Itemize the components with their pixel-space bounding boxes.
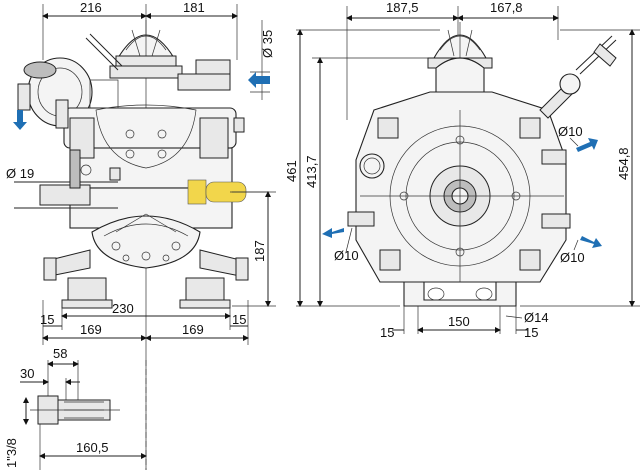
shaft-highlight (187, 179, 207, 205)
dim-181: 181 (183, 0, 205, 15)
dim-port-left: Ø10 (334, 248, 359, 263)
dim-15-left: 15 (40, 312, 54, 327)
dim-169-left: 169 (80, 322, 102, 337)
dim-port-top: Ø10 (558, 124, 583, 139)
dim-160-5: 160,5 (76, 440, 109, 455)
dim-15-right: 15 (232, 312, 246, 327)
dim-outlet-19: Ø 19 (6, 166, 34, 181)
dim-58: 58 (53, 346, 67, 361)
dim-169-right: 169 (182, 322, 204, 337)
dim-base-hole: Ø14 (524, 310, 549, 325)
dim-base-15-right: 15 (524, 325, 538, 340)
dim-454-8: 454,8 (616, 147, 631, 180)
dim-port-right: Ø10 (560, 250, 585, 265)
dim-30: 30 (20, 366, 34, 381)
dim-base-15-left: 15 (380, 325, 394, 340)
dim-187-5: 187,5 (386, 0, 419, 15)
front-view: 216 181 Ø 35 (4, 0, 276, 470)
side-view: 187,5 167,8 461 413,7 454,8 (284, 0, 640, 340)
dim-167-8: 167,8 (490, 0, 523, 15)
dim-461: 461 (284, 160, 299, 182)
dim-150: 150 (448, 314, 470, 329)
dim-230: 230 (112, 301, 134, 316)
dim-216: 216 (80, 0, 102, 15)
dim-inlet-35: Ø 35 (260, 30, 275, 58)
dim-thread: 1"3/8 (4, 438, 19, 468)
dim-413-7: 413,7 (304, 155, 319, 188)
dim-187: 187 (252, 240, 267, 262)
